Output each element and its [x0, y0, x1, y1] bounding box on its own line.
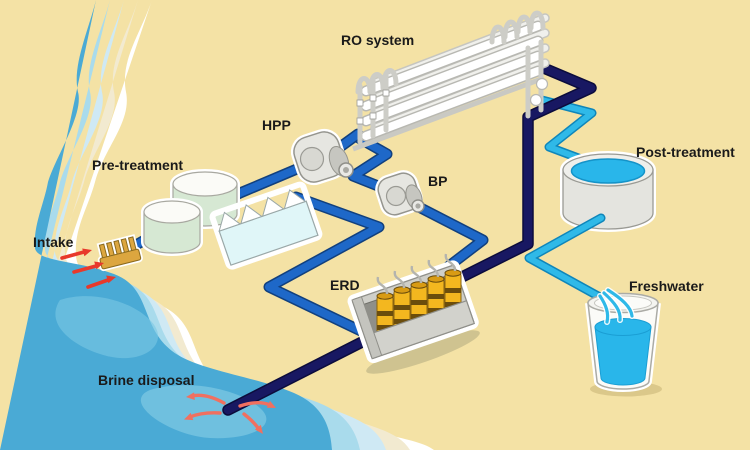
- intake-flow-arrows: [60, 248, 116, 289]
- glass-water: [594, 326, 652, 386]
- pouring-water-splash: [597, 287, 635, 325]
- ro-manifold-frame: [355, 10, 549, 145]
- label-erd: ERD: [330, 277, 360, 293]
- ro-system-unit: [352, 10, 550, 152]
- post-treatment-tank: [560, 151, 656, 232]
- clarifier-tank-front: [141, 198, 203, 256]
- erd-cylinder: [393, 270, 411, 336]
- intake-screen: [96, 234, 143, 272]
- label-brine-disposal: Brine disposal: [98, 372, 194, 388]
- brine-outfall-pipe: [223, 336, 369, 415]
- wave-highlight: [55, 296, 159, 359]
- label-ro-system: RO system: [341, 32, 414, 48]
- booster-pump: [375, 170, 425, 218]
- brine-dispersion-arrows: [184, 392, 276, 434]
- label-bp: BP: [428, 173, 447, 189]
- label-pretreatment: Pre-treatment: [92, 157, 183, 173]
- wave-highlight: [140, 385, 267, 439]
- ro-to-bp-pipe: [349, 133, 392, 194]
- feed-to-erd-pipe: [265, 193, 383, 335]
- erd-box-front-wall: [351, 296, 476, 360]
- ocean: [0, 0, 434, 450]
- ro-rack-base: [352, 75, 545, 152]
- label-hpp: HPP: [262, 117, 291, 133]
- high-pressure-pump: [290, 128, 354, 186]
- filter-building: [209, 181, 323, 270]
- ro-membrane-tubes: [360, 13, 550, 142]
- freshwater-glass: [585, 287, 662, 397]
- energy-recovery-device: [347, 253, 480, 374]
- erd-shadow: [366, 330, 480, 374]
- label-post-treatment: Post-treatment: [636, 144, 735, 160]
- label-freshwater: Freshwater: [629, 278, 704, 294]
- tank-water: [570, 158, 646, 184]
- freshwater-delivery-pipe: [526, 215, 604, 299]
- bp-to-erd-pipe: [409, 200, 487, 270]
- diagram-labels: RO system HPP Pre-treatment Intake BP ER…: [33, 32, 735, 388]
- pretreatment-plant: [141, 169, 323, 270]
- label-intake: Intake: [33, 234, 74, 250]
